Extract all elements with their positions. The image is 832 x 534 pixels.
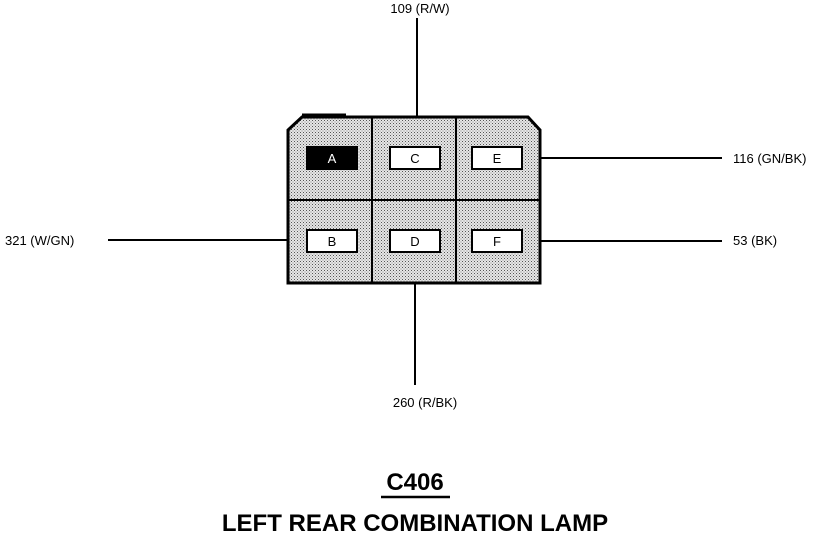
pin-d: D xyxy=(389,229,441,253)
wire-d-label: 260 (R/BK) xyxy=(393,395,457,410)
pin-f-label: F xyxy=(493,234,501,249)
pin-f: F xyxy=(471,229,523,253)
pin-e: E xyxy=(471,146,523,170)
connector-title: LEFT REAR COMBINATION LAMP xyxy=(222,510,608,534)
connector-housing xyxy=(286,113,542,285)
wire-f-label: 53 (BK) xyxy=(733,233,777,248)
connector-id: C406 xyxy=(386,469,443,496)
pin-a: A xyxy=(306,146,358,170)
pin-d-label: D xyxy=(410,234,419,249)
pin-e-label: E xyxy=(493,151,502,166)
pin-b: B xyxy=(306,229,358,253)
pin-b-label: B xyxy=(328,234,337,249)
pin-a-label: A xyxy=(328,151,337,166)
pin-c-label: C xyxy=(410,151,419,166)
pin-c: C xyxy=(389,146,441,170)
wire-e-label: 116 (GN/BK) xyxy=(733,151,806,166)
wire-c-label: 109 (R/W) xyxy=(390,1,449,16)
wire-b-label: 321 (W/GN) xyxy=(5,233,74,248)
